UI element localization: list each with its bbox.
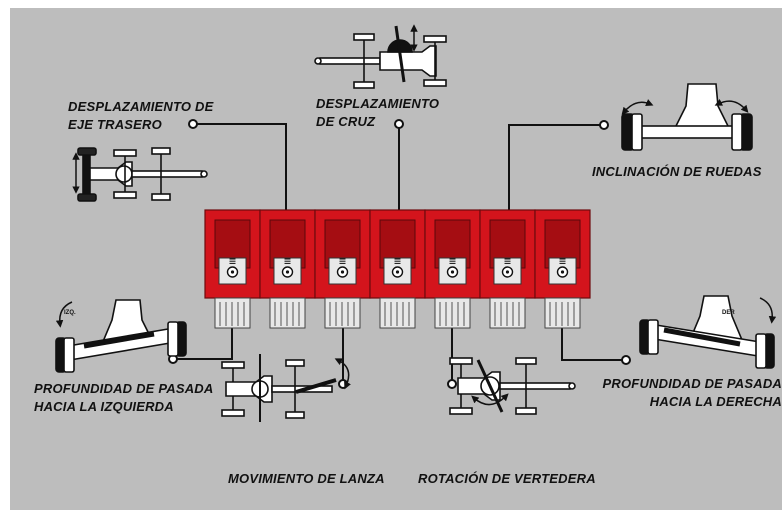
valve-section (369, 209, 426, 329)
cross-shift-icon (314, 24, 447, 89)
label-rear-axle-shift: DESPLAZAMIENTO DE EJE TRASERO (68, 98, 213, 134)
label-drawbar-movement: MOVIMIENTO DE LANZA (228, 470, 385, 488)
label-depth-right: PROFUNDIDAD DE PASADA HACIA LA DERECHA (582, 375, 782, 411)
valve-section (314, 209, 371, 329)
drawbar-movement-icon (221, 354, 351, 422)
valve-section (259, 209, 316, 329)
label-depth-left-line2: HACIA LA IZQUIERDA (34, 399, 174, 414)
label-depth-left: PROFUNDIDAD DE PASADA HACIA LA IZQUIERDA (34, 380, 213, 416)
hydraulic-valve-block (204, 209, 591, 329)
label-wheel-tilt-line1: INCLINACIÓN DE RUEDAS (592, 164, 762, 179)
rear-axle-shift-icon (72, 147, 208, 202)
valve-section (479, 209, 536, 329)
depth-left-icon: IZQ. (55, 299, 187, 373)
valve-section (204, 209, 261, 329)
label-rear-axle-line2: EJE TRASERO (68, 117, 162, 132)
depth-right-icon: DER (639, 295, 777, 369)
label-cross-line2: DE CRUZ (316, 114, 376, 129)
moldboard-rotation-icon (449, 357, 576, 415)
valve-section (424, 209, 481, 329)
label-depth-right-line2: HACIA LA DERECHA (649, 394, 782, 409)
label-depth-right-line1: PROFUNDIDAD DE PASADA (602, 376, 782, 391)
label-depth-left-line1: PROFUNDIDAD DE PASADA (34, 381, 214, 396)
label-drawbar-line1: MOVIMIENTO DE LANZA (228, 471, 385, 486)
valve-section (534, 209, 591, 329)
izq-label: IZQ. (64, 310, 76, 316)
label-wheel-tilt: INCLINACIÓN DE RUEDAS (592, 163, 762, 181)
wheel-tilt-icon (621, 83, 753, 151)
label-cross-line1: DESPLAZAMIENTO (316, 96, 440, 111)
label-cross-shift: DESPLAZAMIENTO DE CRUZ (316, 95, 439, 131)
der-label: DER (722, 310, 735, 316)
label-rear-axle-line1: DESPLAZAMIENTO DE (68, 99, 214, 114)
label-moldboard-rotation: ROTACIÓN DE VERTEDERA (418, 470, 596, 488)
label-moldboard-line1: ROTACIÓN DE VERTEDERA (418, 471, 596, 486)
